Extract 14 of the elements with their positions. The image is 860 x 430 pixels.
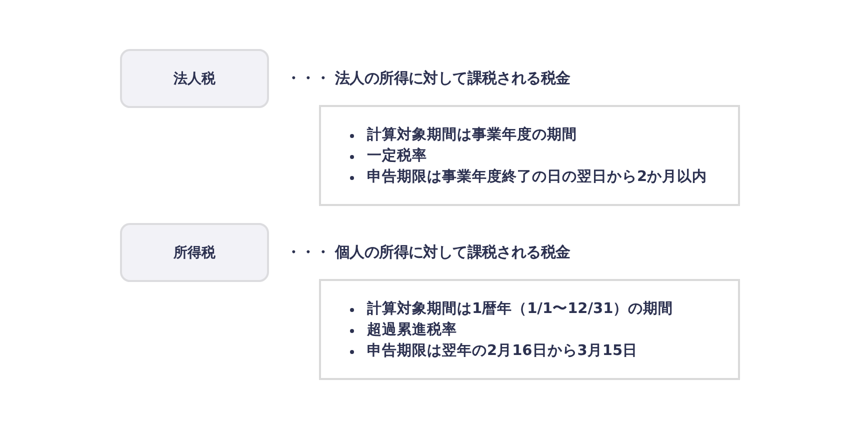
description-text: ・・・ 個人の所得に対して課税される税金 bbox=[286, 243, 570, 262]
tax-type-box bbox=[120, 49, 269, 108]
list-item-text: 申告期限は事業年度終了の日の翌日から2か月以内 bbox=[367, 169, 708, 185]
list-item-text: 超過累進税率 bbox=[367, 322, 457, 338]
list-item-text: 一定税率 bbox=[367, 148, 427, 164]
detail-panel bbox=[319, 279, 740, 380]
list-item-text: 申告期限は翌年の2月16日から3月15日 bbox=[367, 343, 638, 359]
detail-panel bbox=[319, 105, 740, 206]
list-item-text: 計算対象期間は事業年度の期間 bbox=[367, 127, 577, 143]
description-text: ・・・ 法人の所得に対して課税される税金 bbox=[286, 69, 570, 88]
tax-type-box bbox=[120, 223, 269, 282]
tax-name: 法人税 bbox=[174, 70, 216, 88]
list-item-text: 計算対象期間は1暦年（1/1〜12/31）の期間 bbox=[367, 301, 674, 317]
tax-name: 所得税 bbox=[174, 244, 216, 262]
